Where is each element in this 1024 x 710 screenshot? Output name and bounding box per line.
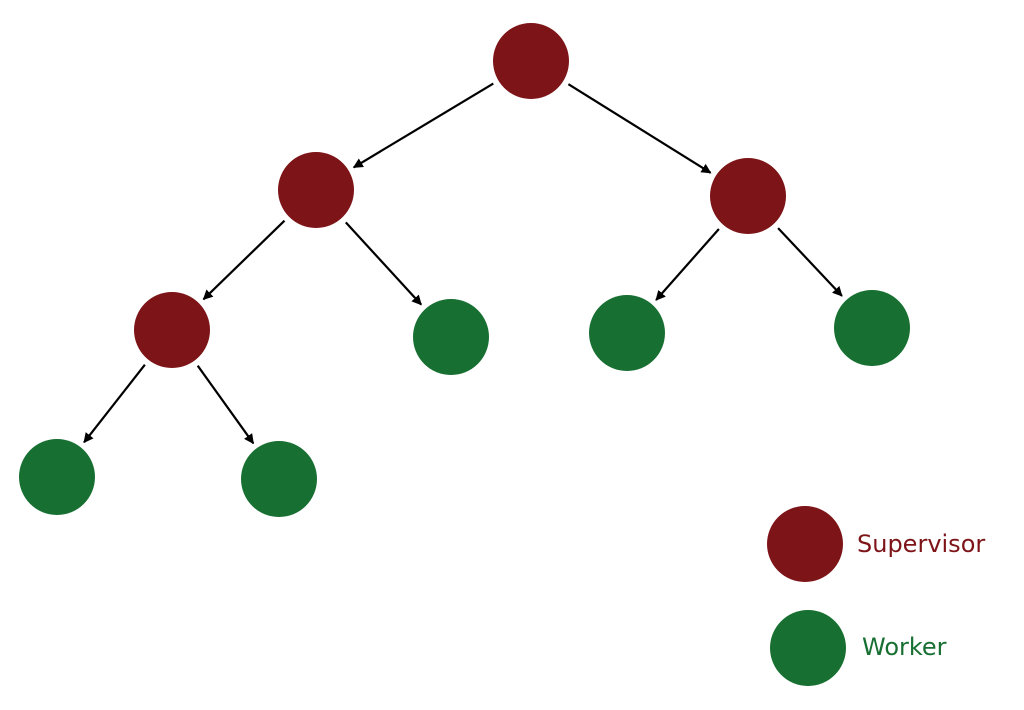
edge-root-to-supervisor-right [567,83,712,174]
tree-nodes [19,23,910,517]
legend-supervisor-label: Supervisor [857,530,985,558]
edge-supervisor-left-to-supervisor-left-left [202,219,286,301]
legend-worker-swatch [770,610,846,686]
node-worker-left-right [413,299,489,375]
tree-edges [83,82,843,445]
edge-supervisor-right-to-worker-right-left [655,228,720,301]
node-supervisor-left-left [134,292,210,368]
node-root [493,23,569,99]
node-worker-leaf-1 [19,439,95,515]
legend: Supervisor Worker [767,506,985,686]
legend-worker-label: Worker [862,633,947,661]
node-worker-leaf-2 [241,441,317,517]
edge-supervisor-left-to-worker-left-right [344,221,423,306]
edge-supervisor-right-to-worker-right-right [777,227,843,297]
node-supervisor-left [278,152,354,228]
edge-supervisor-left-left-to-worker-leaf-2 [196,365,255,445]
node-worker-right-right [834,290,910,366]
node-worker-right-left [589,295,665,371]
edge-root-to-supervisor-left [352,82,494,169]
edge-supervisor-left-left-to-worker-leaf-1 [83,364,146,444]
node-supervisor-right [710,158,786,234]
legend-supervisor-swatch [767,506,843,582]
